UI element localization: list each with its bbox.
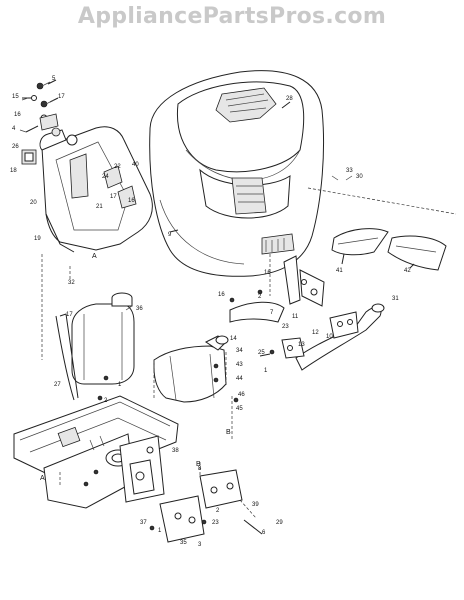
callout-6: 6 xyxy=(262,530,266,536)
callout-11: 11 xyxy=(292,314,299,320)
callout-37: 37 xyxy=(140,520,147,526)
ignition-hardware xyxy=(21,79,59,165)
letter-a-frame: A xyxy=(40,475,45,482)
hood-pivot-bar xyxy=(259,303,385,371)
tractor-frame xyxy=(13,395,179,509)
callout-5: 5 xyxy=(52,76,56,82)
callout-15: 15 xyxy=(12,94,19,100)
callout-21: 21 xyxy=(96,204,103,210)
callout-26: 26 xyxy=(12,144,19,150)
callout-3: 3 xyxy=(198,542,202,548)
callout-42: 42 xyxy=(404,268,411,274)
callout-31: 31 xyxy=(392,296,399,302)
callout-35: 35 xyxy=(180,540,187,546)
callout-24: 24 xyxy=(102,174,109,180)
callout-7: 7 xyxy=(270,310,274,316)
callout-1-front: 1 xyxy=(158,528,162,534)
leader-lines xyxy=(19,81,353,311)
fuel-tank xyxy=(55,292,135,401)
callout-2-front: 2 xyxy=(216,508,220,514)
callout-8: 8 xyxy=(198,466,202,472)
hood-hinge-bracket xyxy=(229,254,325,323)
callout-43: 43 xyxy=(236,362,243,368)
callout-27-top: 17 xyxy=(110,194,117,200)
callout-25: 25 xyxy=(258,350,265,356)
callout-16-hinge: 16 xyxy=(264,270,271,276)
callout-45: 45 xyxy=(236,406,243,412)
callout-29: 29 xyxy=(276,520,283,526)
callout-22: 22 xyxy=(114,164,121,170)
callout-40: 40 xyxy=(132,162,139,168)
reference-letters: A A B B xyxy=(40,253,231,482)
fuel-shield xyxy=(153,335,239,440)
callout-14: 14 xyxy=(230,336,237,342)
callout-9: 9 xyxy=(168,232,172,238)
letter-a-dash: A xyxy=(92,253,97,260)
callout-10: 10 xyxy=(326,334,333,340)
callout-41: 41 xyxy=(336,268,343,274)
callout-16-left: 16 xyxy=(218,292,225,298)
callout-39: 39 xyxy=(252,502,259,508)
callout-46: 46 xyxy=(238,392,245,398)
callout-28: 28 xyxy=(286,96,293,102)
callout-1-hinge: 1 xyxy=(264,368,268,374)
hood xyxy=(149,70,325,277)
letter-b-frame: B xyxy=(196,461,201,468)
callout-18: 18 xyxy=(10,168,17,174)
callout-17: 17 xyxy=(58,94,65,100)
callout-30: 30 xyxy=(356,174,363,180)
callout-23-b: 23 xyxy=(212,520,219,526)
callout-numbers: 5 15 17 16 4 26 18 20 19 22 40 24 21 17 … xyxy=(10,76,411,548)
callout-27: 27 xyxy=(54,382,61,388)
callout-38: 38 xyxy=(172,448,179,454)
callout-34: 34 xyxy=(236,348,243,354)
watermark: AppliancePartsPros.com xyxy=(77,4,387,29)
letter-b-shield: B xyxy=(226,429,231,436)
callout-17-tank: 17 xyxy=(66,312,73,318)
callout-2: 2 xyxy=(258,294,262,300)
callout-16: 16 xyxy=(14,112,21,118)
callout-12: 12 xyxy=(312,330,319,336)
callout-36: 36 xyxy=(136,306,143,312)
callout-4: 4 xyxy=(12,126,16,132)
dash-panel xyxy=(39,126,153,360)
callout-20: 20 xyxy=(30,200,37,206)
side-panels xyxy=(307,187,457,271)
callout-44: 44 xyxy=(236,376,243,382)
front-brackets xyxy=(149,462,263,543)
callout-13: 13 xyxy=(298,342,305,348)
callout-1-tank: 1 xyxy=(118,382,122,388)
callout-33: 33 xyxy=(346,168,353,174)
callout-19: 19 xyxy=(34,236,41,242)
callout-23: 23 xyxy=(282,324,289,330)
callout-32: 32 xyxy=(68,280,75,286)
callout-16-dash: 16 xyxy=(128,198,135,204)
callout-2-tank: 2 xyxy=(104,398,108,404)
